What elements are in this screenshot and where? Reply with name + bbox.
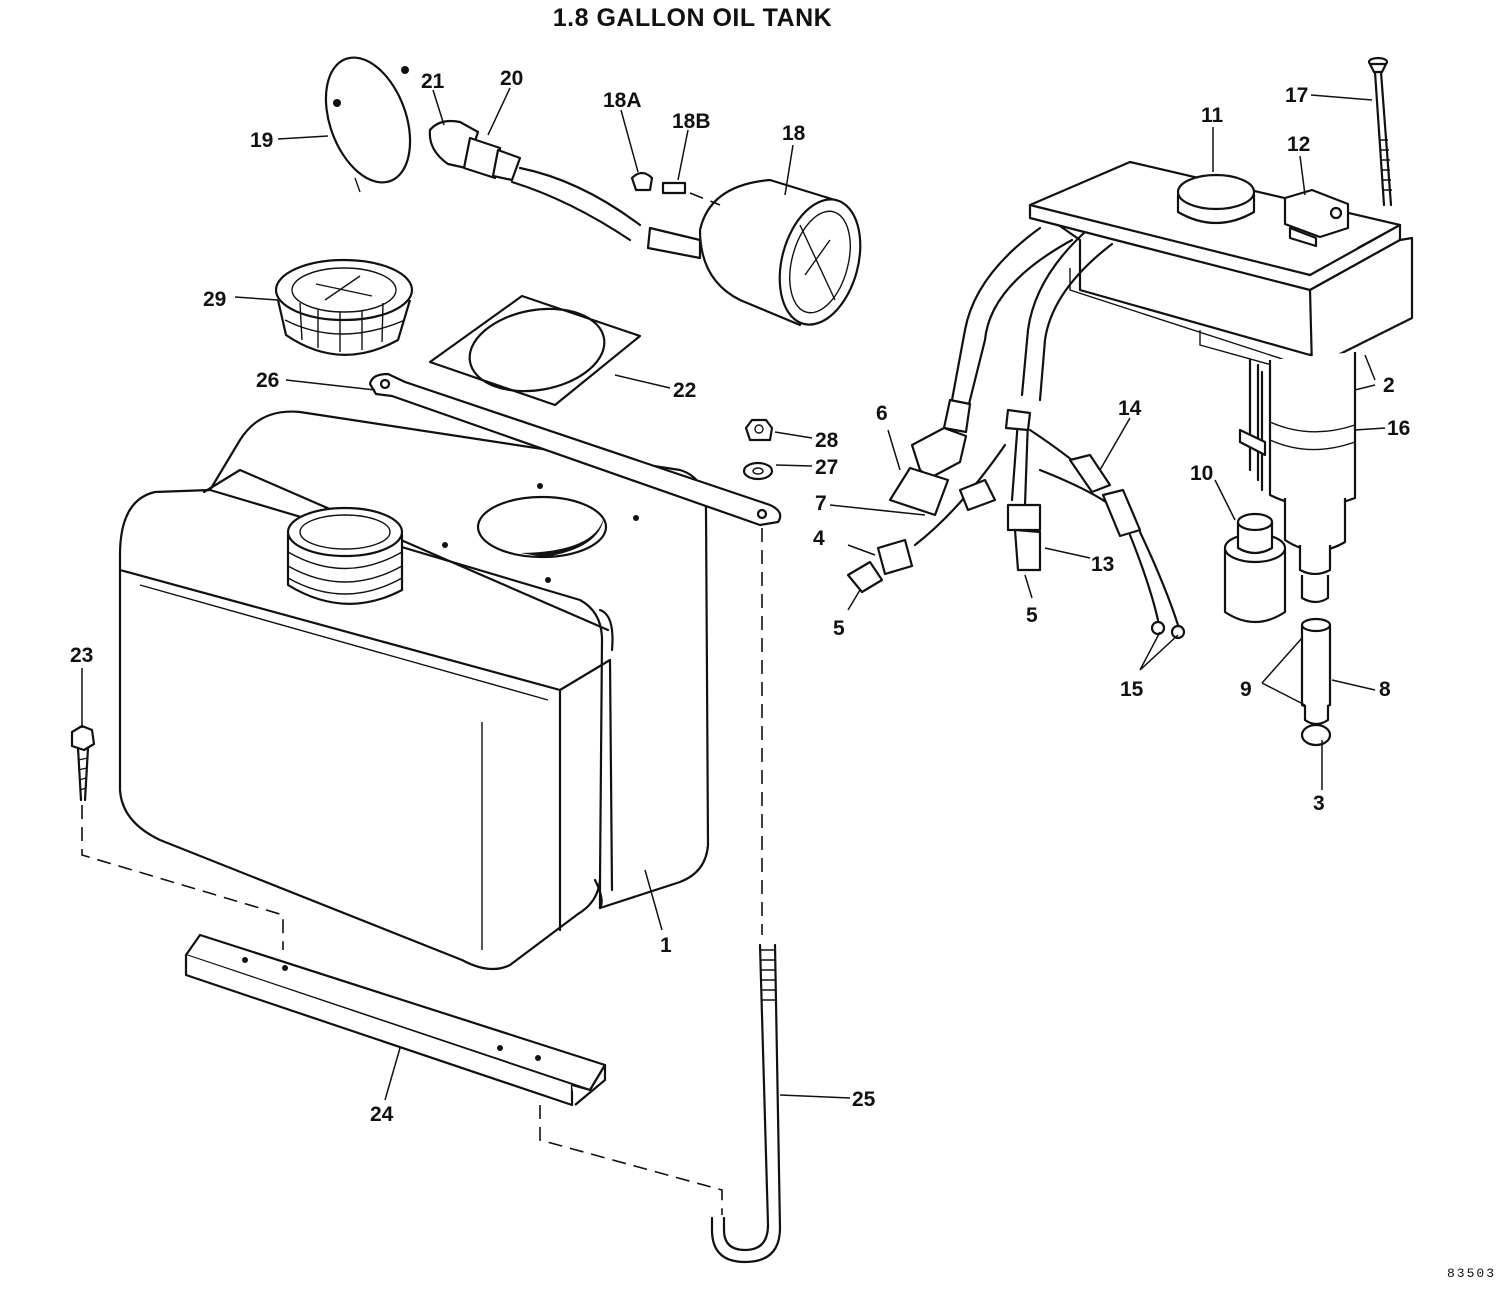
leader-lines <box>81 87 1386 1101</box>
callout-19: 19 <box>250 129 273 152</box>
callout-17: 17 <box>1285 84 1308 107</box>
fitting-assembly <box>1300 617 1332 747</box>
gauge-clip-18a <box>630 171 654 192</box>
callout-11: 11 <box>1201 104 1224 127</box>
bracket <box>184 933 607 1107</box>
callout-20: 20 <box>500 67 523 90</box>
callout-22: 22 <box>673 379 696 402</box>
strap <box>368 372 782 527</box>
callout-26: 26 <box>256 369 279 392</box>
callout-25: 25 <box>852 1088 876 1111</box>
callout-28: 28 <box>815 429 839 452</box>
callout-9: 9 <box>1240 678 1252 701</box>
callout-7: 7 <box>815 492 827 515</box>
callout-15: 15 <box>1120 678 1144 701</box>
callout-12: 12 <box>1287 133 1310 156</box>
mounting-screw <box>70 724 96 802</box>
assembly-lines <box>81 528 763 1215</box>
callout-2: 2 <box>1383 374 1395 397</box>
oil-tank-body <box>118 410 710 971</box>
callout-23: 23 <box>70 644 93 667</box>
gauge-pin-18b <box>661 181 721 206</box>
callout-18a: 18A <box>603 89 642 112</box>
callout-16: 16 <box>1387 417 1410 440</box>
callout-13: 13 <box>1091 553 1114 576</box>
callout-6: 6 <box>876 402 888 425</box>
wire-harness <box>846 226 1186 640</box>
long-bolt <box>1367 56 1393 207</box>
callout-3: 3 <box>1313 792 1325 815</box>
filler-cap <box>274 258 414 356</box>
callout-18b: 18B <box>672 110 711 133</box>
figure-code: 83503 <box>1446 1266 1496 1281</box>
oil-level-gauge <box>646 178 862 327</box>
pump-sender-assembly <box>1028 160 1414 623</box>
washer <box>742 461 774 481</box>
callout-24: 24 <box>370 1103 394 1126</box>
callout-1: 1 <box>660 934 672 957</box>
filler-neck <box>286 506 404 605</box>
callout-29: 29 <box>203 288 226 311</box>
callout-5-center: 5 <box>1026 604 1038 627</box>
mounting-ring <box>324 56 412 193</box>
callout-4: 4 <box>813 527 825 550</box>
callout-5-left: 5 <box>833 617 845 640</box>
callout-14: 14 <box>1118 397 1142 420</box>
callout-8: 8 <box>1379 678 1391 701</box>
callout-27: 27 <box>815 456 838 479</box>
pump-opening <box>476 495 608 559</box>
gasket <box>428 294 642 407</box>
callout-10: 10 <box>1190 462 1213 485</box>
callout-21: 21 <box>421 70 445 93</box>
callout-18: 18 <box>782 122 806 145</box>
j-bolt <box>710 943 782 1264</box>
page-title: 1.8 GALLON OIL TANK <box>552 4 833 32</box>
callout-labels: 1 2 3 4 5 5 6 7 8 9 10 11 12 13 14 15 16… <box>70 67 1410 1126</box>
sender-fitting <box>428 119 642 242</box>
nut <box>744 418 774 442</box>
